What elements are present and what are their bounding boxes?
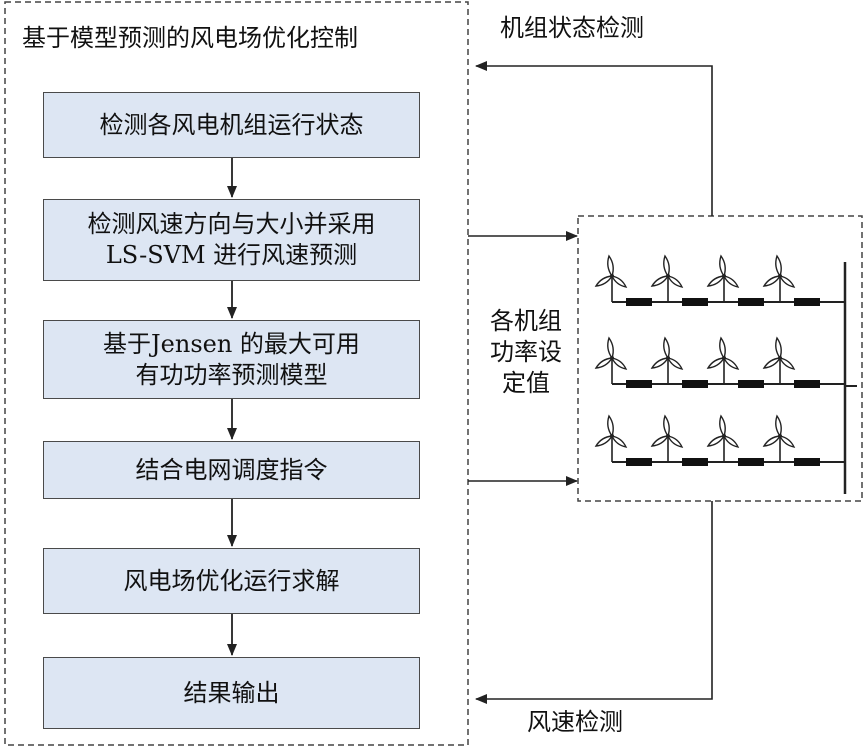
transformer-block	[738, 458, 764, 466]
turbine-blade	[610, 357, 628, 370]
turbine-blade	[762, 435, 782, 447]
step-6-line-1: 结果输出	[183, 678, 280, 707]
setpoint-label: 各机组 功率设 定值	[476, 306, 576, 399]
turbine-blade	[650, 435, 670, 447]
turbine-blade	[594, 435, 614, 447]
turbine-hub	[722, 274, 726, 278]
link-arrows	[468, 61, 713, 704]
state-feedback-arrow	[475, 61, 713, 216]
turbine-blade	[775, 336, 782, 360]
step-2-line-1: 检测风速方向与大小并采用	[87, 210, 376, 238]
step-3-line-1: 基于Jensen 的最大可用	[103, 329, 360, 358]
transformer-block	[738, 298, 764, 306]
turbine-hub	[610, 274, 614, 278]
turbine-hub	[722, 356, 726, 360]
turbine-blade	[607, 414, 614, 438]
turbine-blade	[722, 357, 740, 370]
turbine-blade	[706, 357, 726, 369]
turbine-blade	[594, 275, 614, 287]
step-power-prediction-model: 基于Jensen 的最大可用 有功功率预测模型	[43, 320, 420, 399]
step-grid-dispatch: 结合电网调度指令	[43, 441, 420, 499]
turbine-blade	[594, 357, 614, 369]
state-detection-label: 机组状态检测	[500, 14, 644, 42]
turbine-blade	[722, 275, 740, 288]
controller-frame	[4, 1, 469, 746]
turbine-hub	[778, 434, 782, 438]
transformer-block	[682, 298, 708, 306]
turbine-blade	[778, 435, 796, 448]
wind-speed-arrow	[475, 501, 713, 704]
setpoint-label-line-3: 定值	[502, 369, 550, 397]
setpoint-label-line-1: 各机组	[490, 307, 562, 335]
step-3-line-2: 有功功率预测模型	[135, 360, 328, 389]
turbine-blade	[719, 336, 726, 360]
diagram-title: 基于模型预测的风电场优化控制	[22, 24, 358, 52]
turbine-blade	[663, 254, 670, 278]
turbine-blade	[706, 435, 726, 447]
turbine-blade	[610, 275, 628, 288]
transformer-block	[626, 380, 652, 388]
transformer-block	[626, 458, 652, 466]
turbine-hub	[666, 274, 670, 278]
turbine-blade	[663, 414, 670, 438]
transformer-block	[682, 458, 708, 466]
turbine-blade	[762, 275, 782, 287]
turbine-blade	[706, 275, 726, 287]
step-4-line-1: 结合电网调度指令	[135, 455, 328, 484]
turbine-blade	[722, 435, 740, 448]
turbine-blade	[610, 435, 628, 448]
setpoint-label-line-2: 功率设	[490, 338, 562, 366]
turbine-blade	[778, 275, 796, 288]
turbine-blade	[663, 336, 670, 360]
turbine-blade	[666, 275, 684, 288]
transformer-block	[682, 380, 708, 388]
turbine-hub	[778, 274, 782, 278]
turbine-blade	[607, 336, 614, 360]
turbine-blade	[778, 357, 796, 370]
step-result-output: 结果输出	[43, 657, 420, 729]
turbine-hub	[722, 434, 726, 438]
transformer-block	[738, 380, 764, 388]
transformer-block	[626, 298, 652, 306]
turbine-hub	[610, 434, 614, 438]
turbine-hub	[666, 356, 670, 360]
turbine-blade	[775, 254, 782, 278]
transformer-block	[794, 380, 820, 388]
turbine-blade	[650, 275, 670, 287]
step-5-line-1: 风电场优化运行求解	[123, 566, 340, 595]
wind-farm-frame	[577, 215, 863, 502]
turbine-hub	[666, 434, 670, 438]
step-1-line-1: 检测各风电机组运行状态	[99, 110, 364, 139]
step-wind-forecast: 检测风速方向与大小并采用 LS-SVM 进行风速预测	[43, 199, 420, 281]
turbine-blade	[666, 357, 684, 370]
turbine-blade	[607, 254, 614, 278]
step-detect-turbine-state: 检测各风电机组运行状态	[43, 92, 420, 158]
wind-farm-drawing	[594, 254, 857, 494]
turbine-blade	[775, 414, 782, 438]
turbine-blade	[719, 414, 726, 438]
step-2-line-2: LS-SVM 进行风速预测	[105, 241, 358, 269]
turbine-blade	[650, 357, 670, 369]
turbine-blade	[762, 357, 782, 369]
wind-speed-detection-label: 风速检测	[527, 708, 623, 736]
turbine-hub	[778, 356, 782, 360]
transformer-block	[794, 298, 820, 306]
turbine-hub	[610, 356, 614, 360]
turbine-blade	[666, 435, 684, 448]
transformer-block	[794, 458, 820, 466]
step-optimization-solve: 风电场优化运行求解	[43, 548, 420, 614]
turbine-blade	[719, 254, 726, 278]
